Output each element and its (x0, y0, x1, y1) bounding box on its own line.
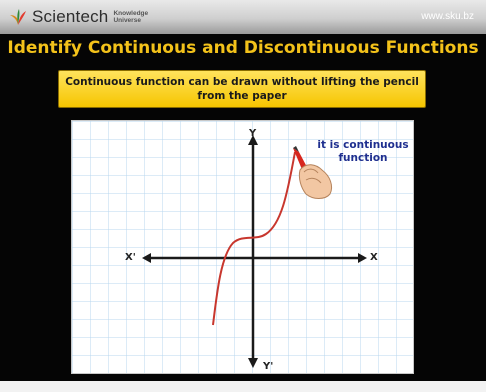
y-axis-label: Y (249, 128, 257, 139)
brand: Scientech Knowledge Universe (8, 6, 153, 28)
definition-note: Continuous function can be drawn without… (58, 70, 426, 108)
top-bar: Scientech Knowledge Universe www.sku.bz (0, 0, 486, 34)
y-axis-negative-label: Y' (263, 361, 274, 372)
leaf-logo-icon (10, 9, 26, 25)
brand-tagline: Knowledge Universe (113, 10, 149, 24)
brand-name: Scientech (32, 7, 109, 26)
x-axis-label: X (370, 252, 378, 263)
grid-paper (72, 121, 413, 373)
continuous-curve (212, 151, 296, 326)
bottom-strip (0, 381, 486, 392)
continuity-callout: it is continuous function (317, 139, 409, 164)
slide-title: Identify Continuous and Discontinuous Fu… (7, 38, 479, 58)
site-url[interactable]: www.sku.bz (421, 11, 474, 22)
hand-with-pencil-icon (293, 146, 333, 199)
y-axis (248, 135, 258, 368)
x-axis-negative-label: X' (125, 252, 136, 263)
